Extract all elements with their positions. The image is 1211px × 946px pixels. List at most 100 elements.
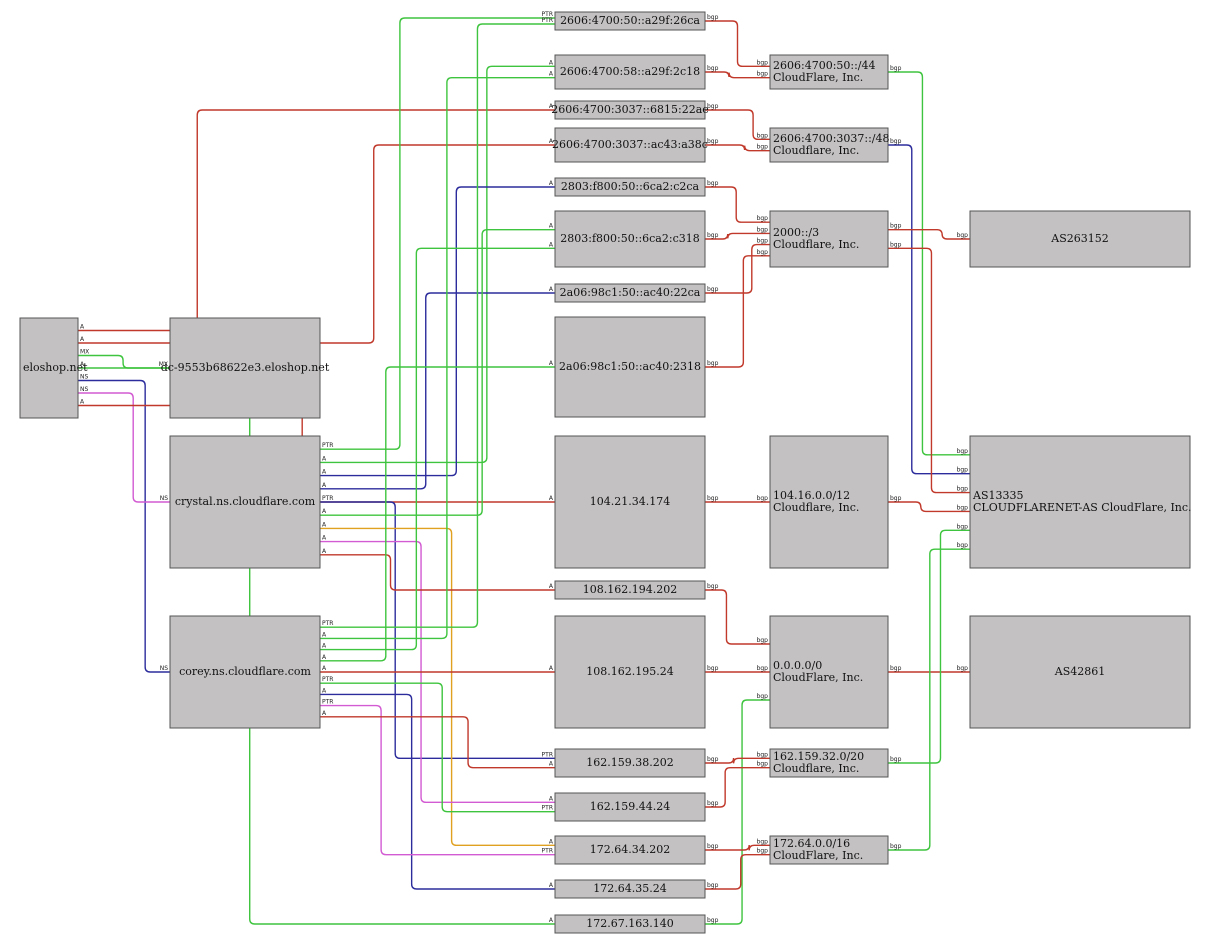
edge-label-source: bgp: [707, 665, 719, 672]
edge-label-target: A: [549, 138, 554, 145]
edge-label-target: A: [549, 838, 554, 845]
edge-crystal-to-ip6-5: [320, 186, 555, 477]
edge-label-target: bgp: [757, 495, 769, 502]
node-as-3[interactable]: AS42861: [969, 615, 1191, 729]
edge-label-target: NS: [160, 495, 168, 502]
edge-crystal-to-ip6-7: [320, 292, 555, 490]
edge-label-source: A: [80, 336, 85, 343]
node-ip6-6[interactable]: 2803:f800:50::6ca2:c318: [554, 210, 706, 268]
node-ip4-6[interactable]: 172.64.34.202: [554, 835, 706, 865]
node-ip4-1[interactable]: 104.21.34.174: [554, 435, 706, 569]
edge-label-target: MX: [159, 361, 168, 368]
edge-eloshop-to-ip6-3: [78, 109, 555, 332]
node-ip6-4[interactable]: 2606:4700:3037::ac43:a38c: [552, 127, 708, 163]
node-box: [554, 11, 706, 31]
node-label: 2606:4700:58::a29f:2c18: [560, 65, 700, 78]
node-label: 2803:f800:50::6ca2:c318: [560, 232, 699, 245]
edge-ip6-2-to-pfx-1: [705, 71, 770, 79]
node-label: 172.64.35.24: [593, 882, 666, 895]
node-box: [769, 748, 889, 778]
node-box: [169, 615, 321, 729]
edge-label-target: bgp: [757, 71, 769, 78]
node-label: 2606:4700:50::/44: [773, 59, 876, 72]
edge-label-target: NS: [160, 665, 168, 672]
node-box: [554, 615, 706, 729]
edge-label-source: bgp: [707, 756, 719, 763]
edge-ip6-4-to-pfx-2: [705, 144, 770, 152]
node-box: [554, 100, 706, 120]
edge-label-target: bgp: [957, 523, 969, 530]
edge-label-source: bgp: [707, 583, 719, 590]
node-ip6-8[interactable]: 2a06:98c1:50::ac40:2318: [554, 316, 706, 418]
node-ip6-3[interactable]: 2606:4700:3037::6815:22ae: [551, 100, 709, 120]
edge-label-source: A: [80, 399, 85, 406]
node-box: [554, 127, 706, 163]
edge-label-source: bgp: [890, 665, 902, 672]
edge-label-target: bgp: [757, 226, 769, 233]
node-ip4-2[interactable]: 108.162.194.202: [554, 580, 706, 600]
node-label: 108.162.194.202: [583, 583, 677, 596]
edge-crystal-to-ip4-4: [320, 501, 555, 760]
node-ip4-4[interactable]: 162.159.38.202: [554, 748, 706, 778]
edge-label-source: bgp: [707, 180, 719, 187]
edge-label-target: bgp: [957, 448, 969, 455]
edge-label-target: PTR: [542, 11, 553, 18]
node-box: [554, 580, 706, 600]
node-label: AS263152: [1050, 232, 1108, 245]
node-ip4-7[interactable]: 172.64.35.24: [554, 879, 706, 899]
node-box: [554, 792, 706, 822]
node-box: [769, 435, 889, 569]
node-ip4-5[interactable]: 162.159.44.24: [554, 792, 706, 822]
edge-label-target: A: [549, 103, 554, 110]
edge-label-target: A: [549, 59, 554, 66]
edge-pfx-1-to-as-2: [888, 71, 970, 456]
node-label: Cloudflare, Inc.: [773, 238, 859, 251]
node-ip6-7[interactable]: 2a06:98c1:50::ac40:22ca: [554, 283, 706, 303]
edge-label-source: A: [322, 482, 327, 489]
node-label: 172.67.163.140: [586, 917, 673, 930]
node-box: [554, 177, 706, 197]
edge-label-target: A: [549, 665, 554, 672]
edge-ip4-5-to-pfx-6: [705, 766, 770, 808]
node-label: 108.162.195.24: [586, 665, 673, 678]
node-crystal[interactable]: crystal.ns.cloudflare.com: [169, 435, 321, 569]
edge-label-source: bgp: [707, 65, 719, 72]
edge-label-target: bgp: [957, 467, 969, 474]
node-ip6-2[interactable]: 2606:4700:58::a29f:2c18: [554, 54, 706, 90]
node-label: CloudFlare, Inc.: [773, 849, 863, 862]
node-ip4-3[interactable]: 108.162.195.24: [554, 615, 706, 729]
node-label: 104.21.34.174: [590, 495, 670, 508]
edge-label-source: bgp: [707, 360, 719, 367]
node-box: [554, 914, 706, 934]
edge-eloshop-to-ip6-4: [78, 144, 555, 344]
edge-corey-to-ip4-5: [320, 682, 555, 813]
node-dc[interactable]: dc-9553b68622e3.eloshop.net: [161, 317, 330, 419]
edge-pfx-7-to-as-2: [888, 548, 970, 851]
node-ip4-8[interactable]: 172.67.163.140: [554, 914, 706, 934]
node-ip6-5[interactable]: 2803:f800:50::6ca2:c2ca: [554, 177, 706, 197]
node-as-1[interactable]: AS263152: [969, 210, 1191, 268]
node-label: 162.159.38.202: [586, 756, 673, 769]
node-eloshop[interactable]: eloshop.net: [19, 317, 88, 419]
edge-label-target: bgp: [757, 215, 769, 222]
edge-label-target: bgp: [757, 665, 769, 672]
edge-label-target: A: [549, 761, 554, 768]
node-corey[interactable]: corey.ns.cloudflare.com: [169, 615, 321, 729]
edge-label-target: A: [549, 917, 554, 924]
edge-label-target: A: [549, 583, 554, 590]
edge-corey-to-ip6-2: [320, 76, 555, 640]
edge-crystal-to-ip4-6: [320, 527, 555, 847]
node-label: 0.0.0.0/0: [773, 659, 822, 672]
edge-label-target: A: [549, 360, 554, 367]
edge-label-source: bgp: [707, 138, 719, 145]
edge-label-source: bgp: [707, 232, 719, 239]
node-ip6-1[interactable]: 2606:4700:50::a29f:26ca: [554, 11, 706, 31]
